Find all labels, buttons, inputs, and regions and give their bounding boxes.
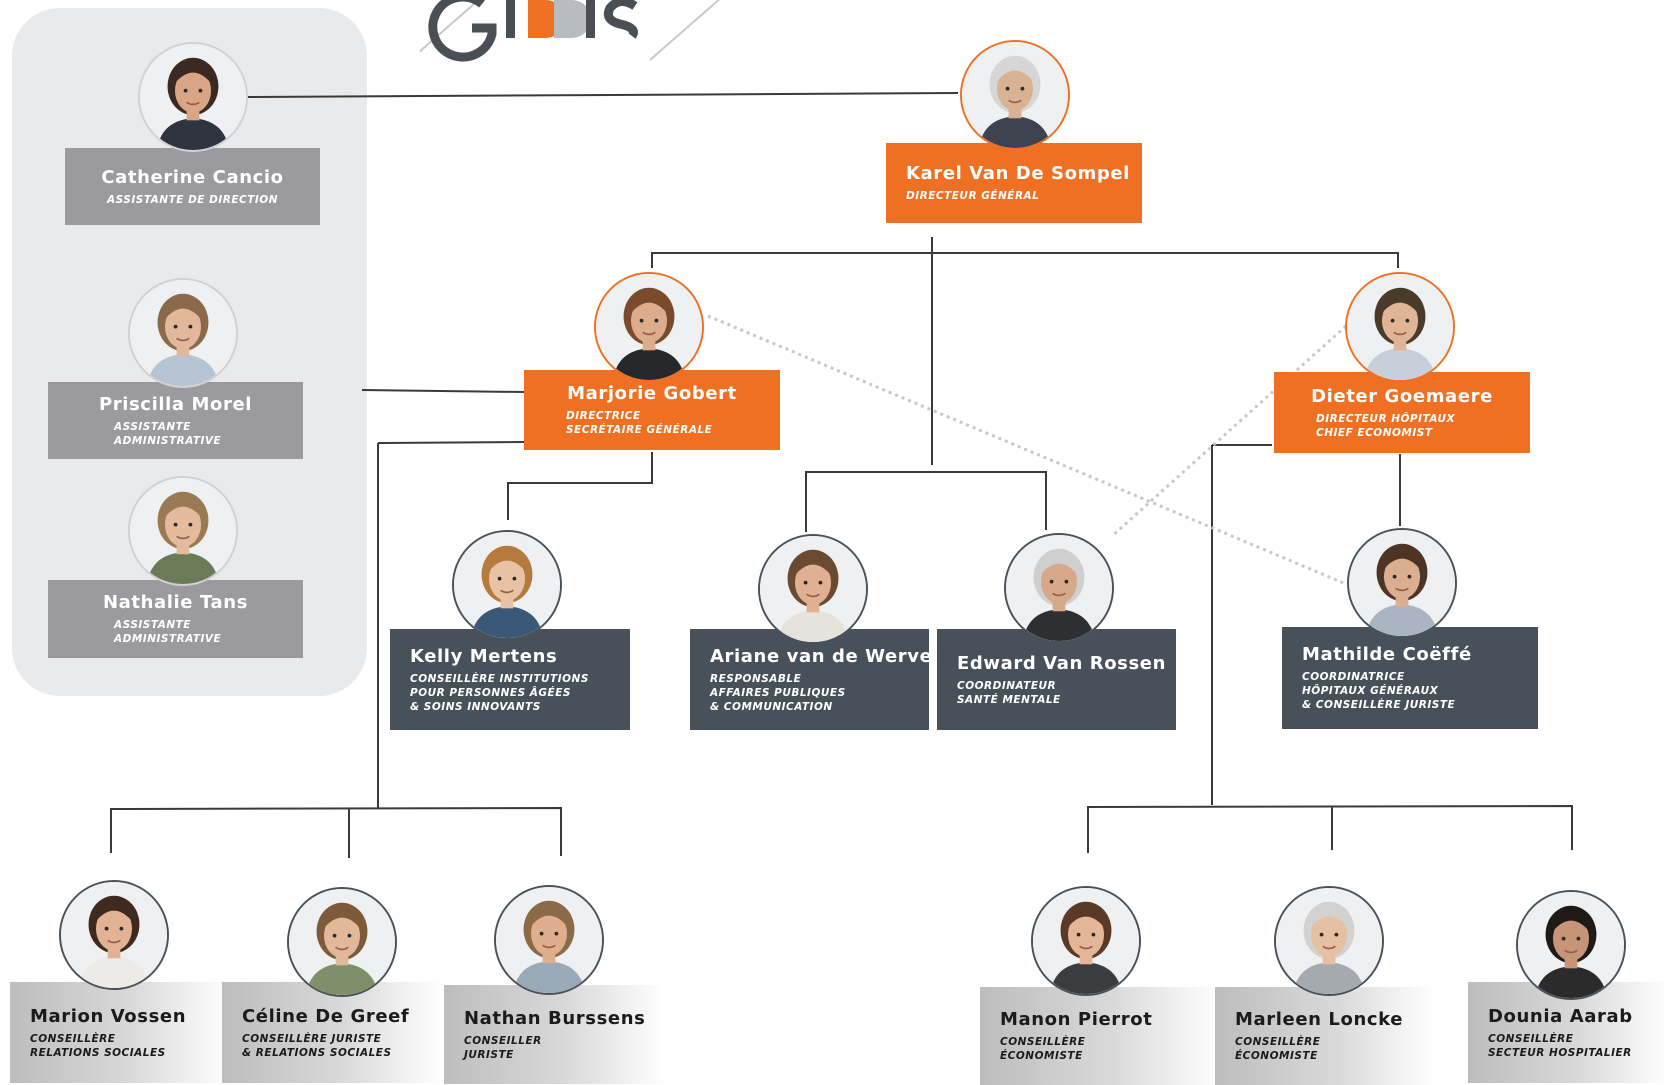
name-marjorie-gobert: Marjorie Gobert — [567, 383, 737, 404]
photo-ariane-van-de-werve — [758, 534, 868, 644]
role-dounia-aarab: CONSEILLÈRE SECTEUR HOSPITALIER — [1488, 1032, 1632, 1059]
photo-nathalie-tans — [128, 476, 238, 586]
name-mathilde-coeffe: Mathilde Coëffé — [1302, 644, 1472, 665]
role-edward-van-rossen: COORDINATEUR SANTÉ MENTALE — [957, 679, 1061, 706]
photo-catherine-cancio — [138, 42, 248, 152]
role-marleen-loncke: CONSEILLÈRE ÉCONOMISTE — [1235, 1036, 1321, 1062]
role-manon-pierrot: CONSEILLÈRE ÉCONOMISTE — [1000, 1036, 1086, 1062]
name-manon-pierrot: Manon Pierrot — [1000, 1009, 1153, 1030]
role-mathilde-coeffe: COORDINATRICE HÔPITAUX GÉNÉRAUX & CONSEI… — [1302, 671, 1456, 711]
name-catherine-cancio: Catherine Cancio — [101, 166, 284, 188]
photo-marion-vossen — [59, 880, 169, 990]
name-priscilla-morel: Priscilla Morel — [98, 393, 253, 415]
role-marjorie-gobert: DIRECTRICE SECRÉTAIRE GÉNÉRALE — [566, 410, 713, 436]
photo-priscilla-morel — [128, 278, 238, 388]
photo-manon-pierrot — [1031, 886, 1141, 996]
photo-marleen-loncke — [1274, 886, 1384, 996]
photo-marjorie-gobert — [594, 272, 704, 382]
name-dieter-goemaere: Dieter Goemaere — [1311, 385, 1493, 407]
name-nathan-burssens: Nathan Burssens — [464, 1007, 646, 1029]
name-marleen-loncke: Marleen Loncke — [1235, 1009, 1404, 1030]
name-marion-vossen: Marion Vossen — [30, 1005, 187, 1027]
role-nathalie-tans: ASSISTANTE ADMINISTRATIVE — [114, 619, 222, 645]
name-edward-van-rossen: Edward Van Rossen — [957, 652, 1167, 674]
photo-dounia-aarab — [1516, 890, 1626, 1000]
name-celine-de-greef: Céline De Greef — [242, 1005, 410, 1027]
role-priscilla-morel: ASSISTANTE ADMINISTRATIVE — [114, 420, 222, 447]
role-dieter-goemaere: DIRECTEUR HÔPITAUX CHIEF ECONOMIST — [1316, 412, 1456, 439]
role-marion-vossen: CONSEILLÈRE RELATIONS SOCIALES — [30, 1032, 166, 1059]
name-karel-van-de-sompel: Karel Van De Sompel — [906, 163, 1130, 184]
role-ariane-van-de-werve: RESPONSABLE AFFAIRES PUBLIQUES & COMMUNI… — [710, 672, 846, 713]
photo-dieter-goemaere — [1345, 272, 1455, 382]
photo-nathan-burssens — [494, 885, 604, 995]
photo-edward-van-rossen — [1004, 533, 1114, 643]
role-celine-de-greef: CONSEILLÈRE JURISTE & RELATIONS SOCIALES — [242, 1032, 392, 1059]
role-kelly-mertens: CONSEILLÈRE INSTITUTIONS POUR PERSONNES … — [410, 672, 589, 713]
name-ariane-van-de-werve: Ariane van de Werve — [710, 645, 933, 667]
role-karel-van-de-sompel: DIRECTEUR GÉNÉRAL — [906, 190, 1040, 202]
name-nathalie-tans: Nathalie Tans — [102, 592, 249, 613]
name-dounia-aarab: Dounia Aarab — [1488, 1005, 1633, 1027]
name-kelly-mertens: Kelly Mertens — [410, 645, 558, 667]
gibbis-logo — [420, 0, 760, 62]
photo-celine-de-greef — [287, 887, 397, 997]
role-catherine-cancio: ASSISTANTE DE DIRECTION — [106, 193, 278, 206]
role-nathan-burssens: CONSEILLER JURISTE — [464, 1034, 542, 1061]
photo-mathilde-coeffe — [1347, 528, 1457, 638]
photo-kelly-mertens — [452, 530, 562, 640]
photo-karel-van-de-sompel — [960, 40, 1070, 150]
